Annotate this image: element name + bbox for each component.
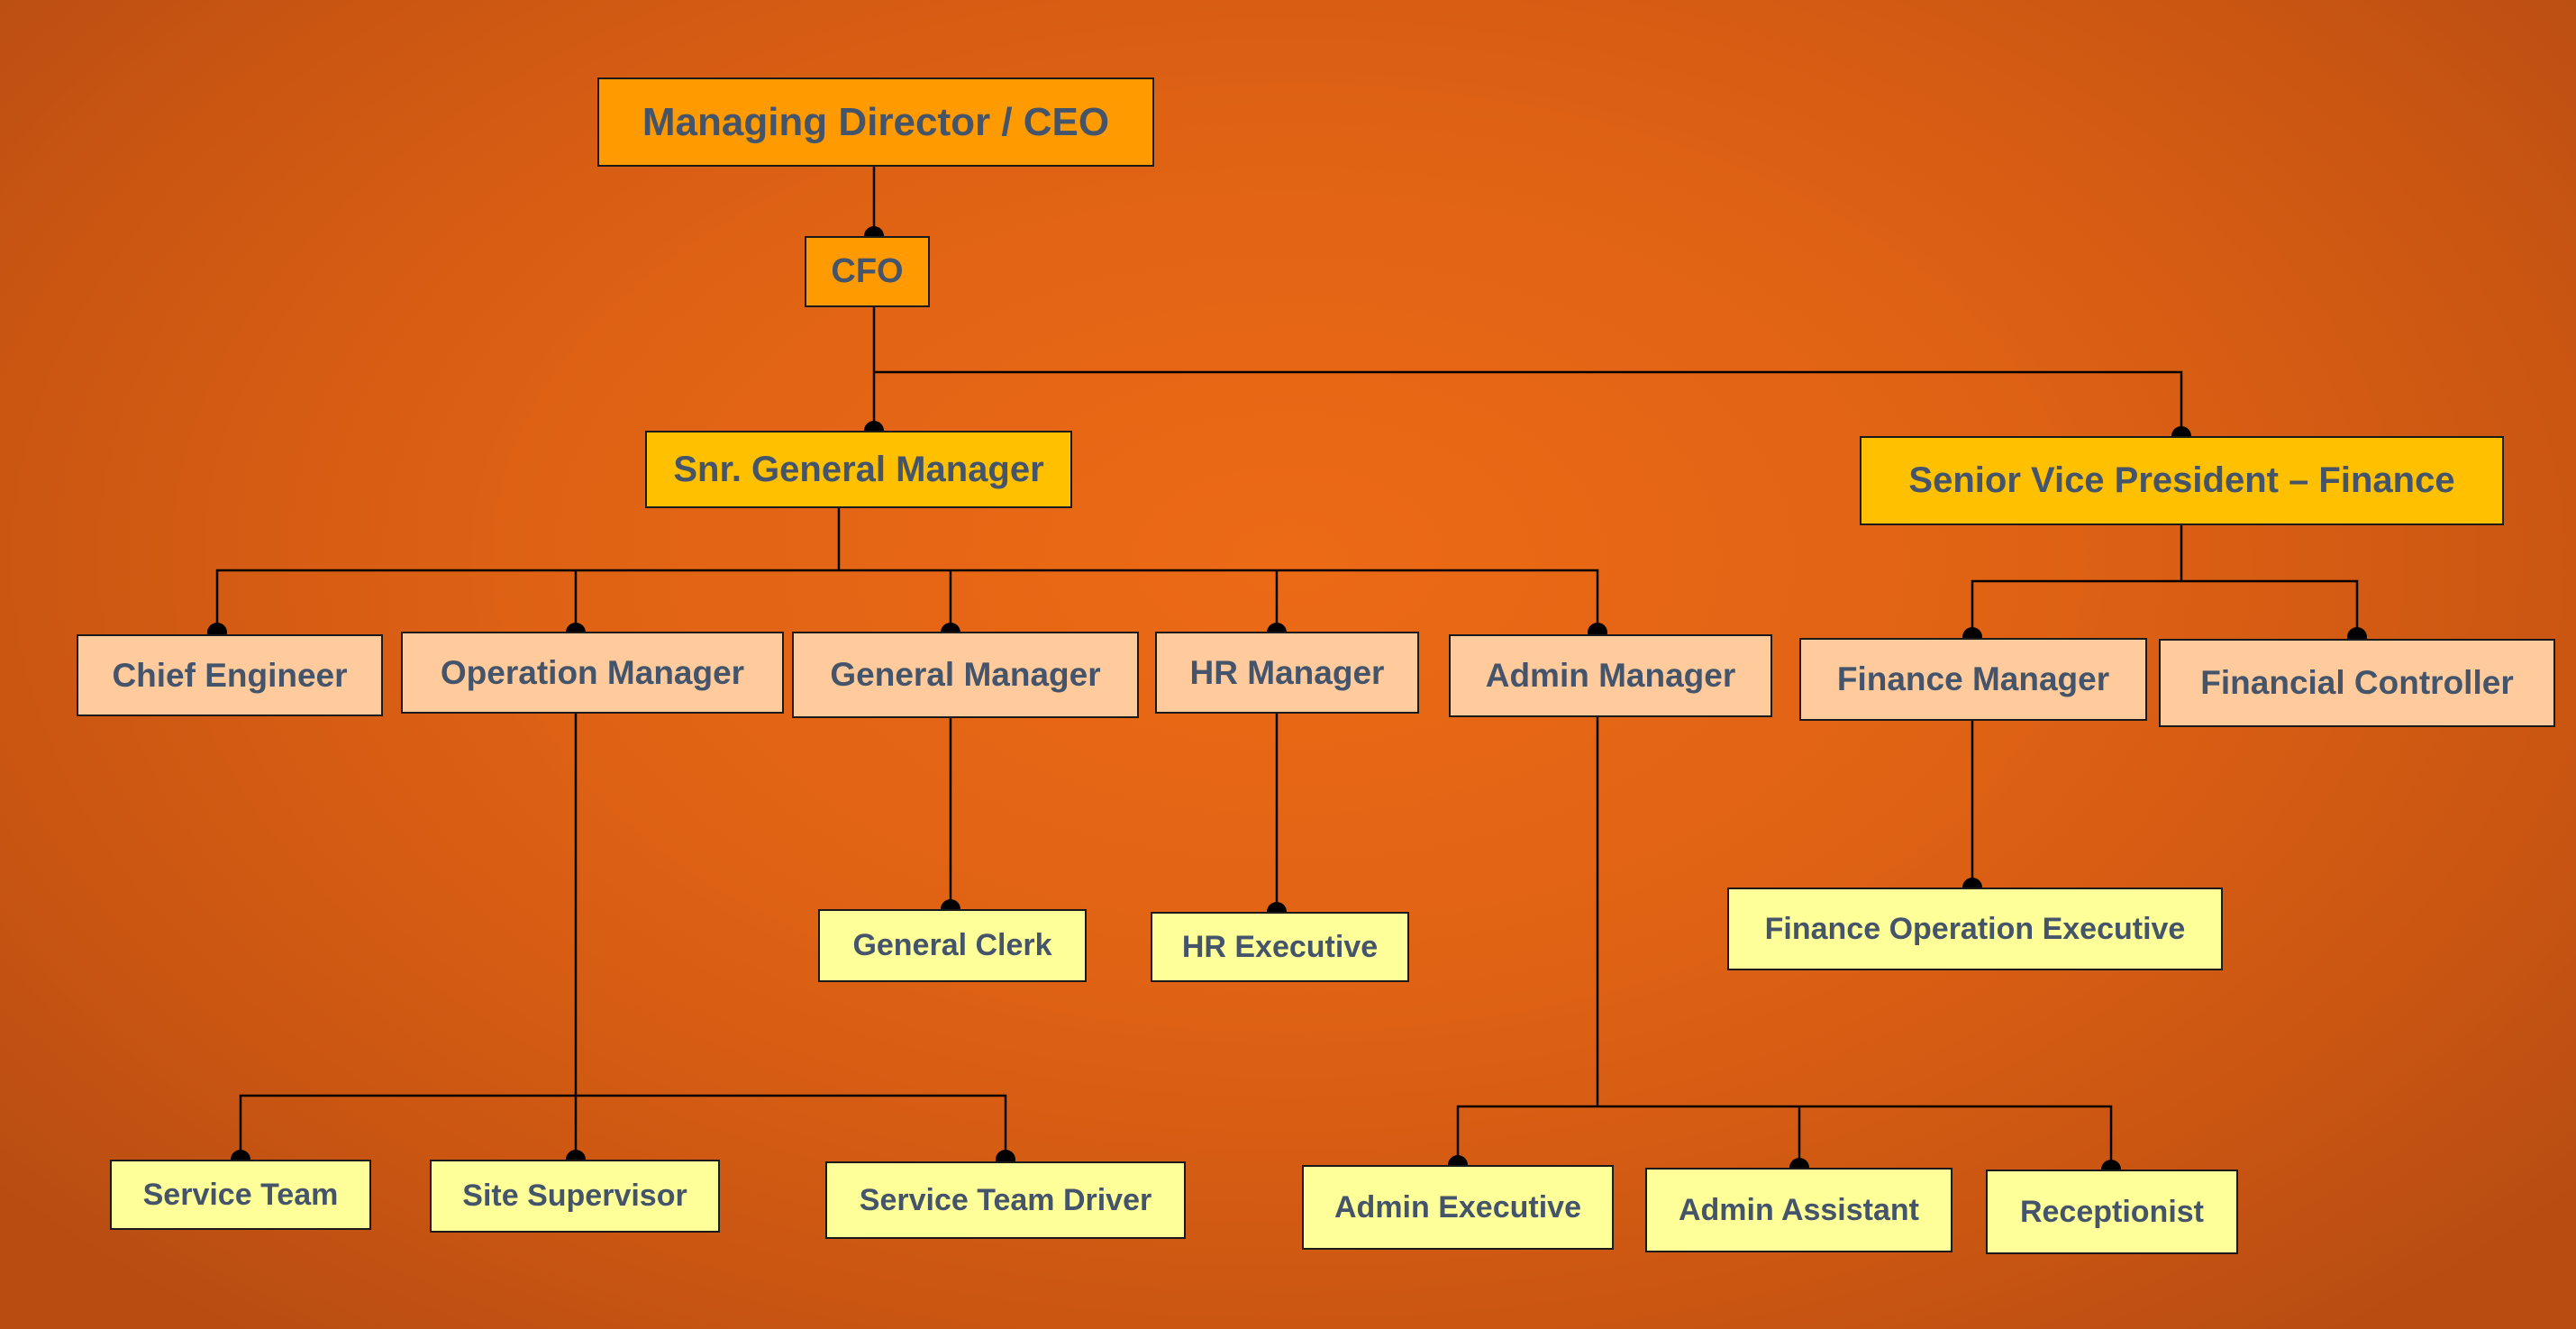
service-team-driver-box: Service Team Driver xyxy=(825,1161,1186,1239)
receptionist-box: Receptionist xyxy=(1986,1170,2238,1254)
hr-executive-box: HR Executive xyxy=(1151,912,1409,982)
admin-executive-box: Admin Executive xyxy=(1302,1165,1614,1250)
chief-engineer-box: Chief Engineer xyxy=(77,634,383,716)
snr-general-manager-box: Snr. General Manager xyxy=(645,431,1072,508)
site-supervisor-box: Site Supervisor xyxy=(430,1160,720,1233)
service-team-box: Service Team xyxy=(110,1160,371,1230)
general-clerk-box: General Clerk xyxy=(818,909,1087,982)
operation-manager-box: Operation Manager xyxy=(401,632,784,714)
finance-manager-box: Finance Manager xyxy=(1799,638,2147,721)
general-manager-box: General Manager xyxy=(792,632,1139,718)
financial-controller-box: Financial Controller xyxy=(2159,639,2555,727)
ceo-box: Managing Director / CEO xyxy=(597,77,1154,167)
admin-manager-box: Admin Manager xyxy=(1449,634,1772,717)
hr-manager-box: HR Manager xyxy=(1155,632,1419,714)
finance-operation-executive-box: Finance Operation Executive xyxy=(1727,888,2223,970)
admin-assistant-box: Admin Assistant xyxy=(1645,1168,1952,1252)
cfo-box: CFO xyxy=(805,236,930,307)
svp-finance-box: Senior Vice President – Finance xyxy=(1860,436,2504,525)
